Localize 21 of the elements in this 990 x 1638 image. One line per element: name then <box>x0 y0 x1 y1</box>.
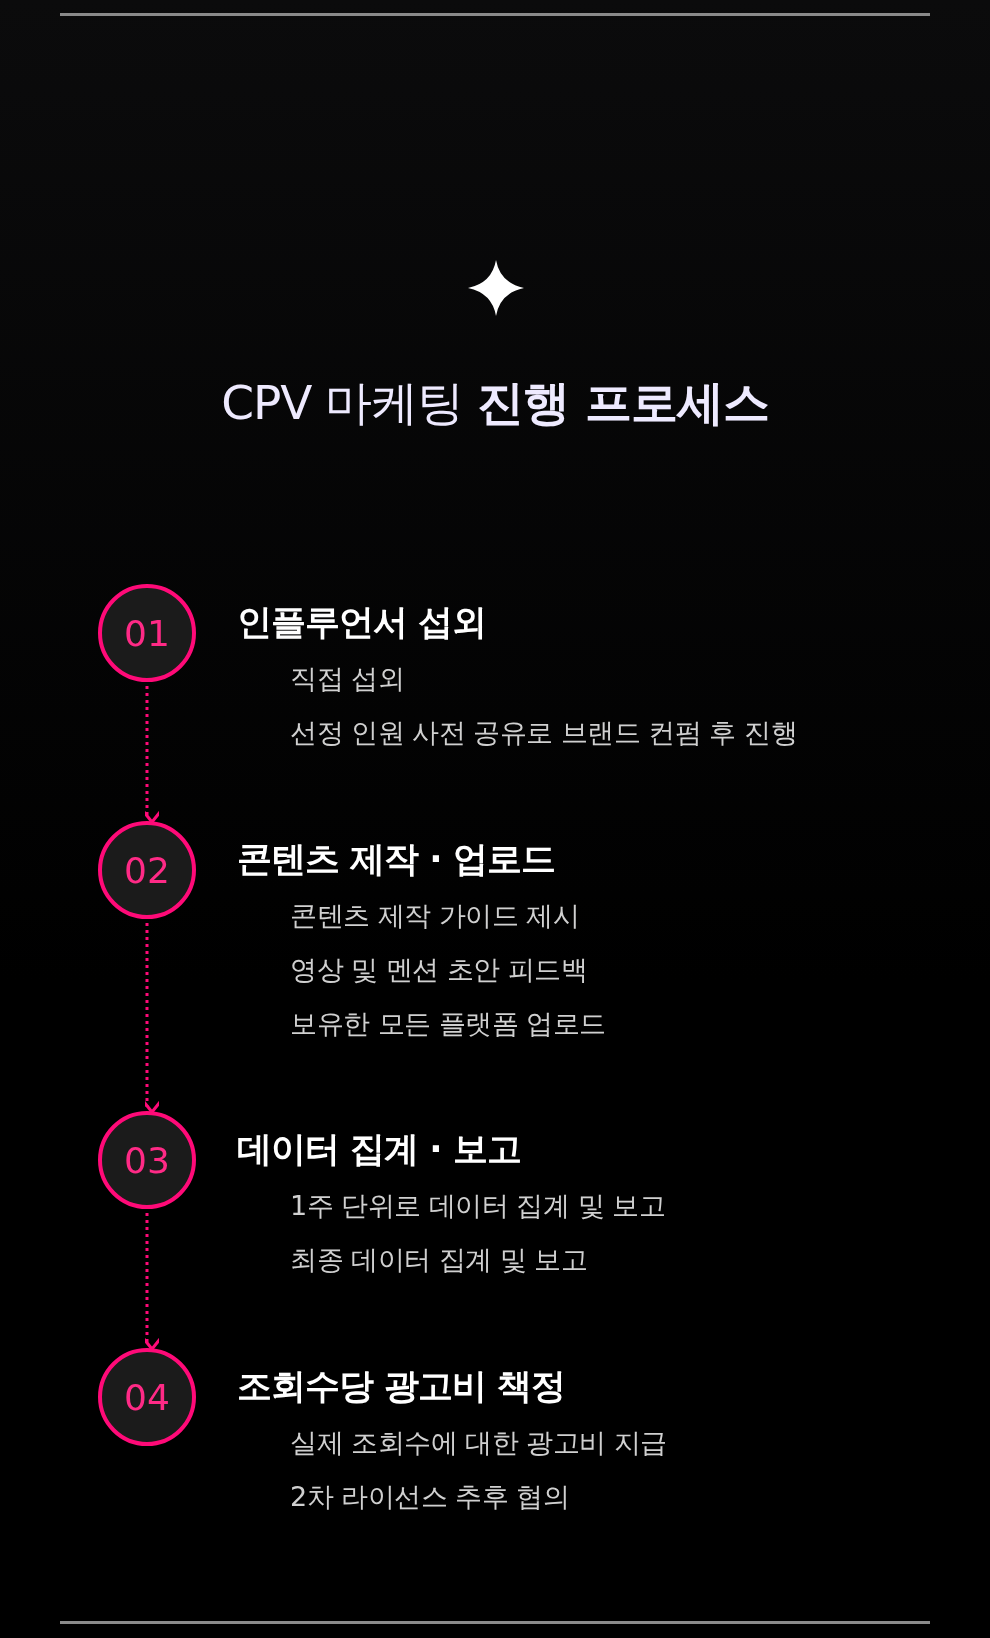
step-heading: 조회수당 광고비 책정 <box>237 1365 566 1408</box>
title: CPV 마케팅 진행 프로세스 <box>220 374 770 432</box>
step-number-circle: 03 <box>98 1111 196 1209</box>
step-heading: 콘텐츠 제작 · 업로드 <box>237 838 555 881</box>
step-number-circle: 02 <box>98 821 196 919</box>
step-heading: 데이터 집계 · 보고 <box>237 1128 521 1171</box>
step-heading: 인플루언서 섭외 <box>237 601 487 644</box>
bullet-text: 영상 및 멘션 초안 피드백 <box>290 953 588 987</box>
step-number-circle: 01 <box>98 584 196 682</box>
dotted-arrow <box>142 686 162 824</box>
bullet-text: 콘텐츠 제작 가이드 제시 <box>290 899 580 933</box>
bullet-text: 1주 단위로 데이터 집계 및 보고 <box>290 1189 666 1223</box>
bullet-text: 선정 인원 사전 공유로 브랜드 컨펌 후 진행 <box>290 716 798 750</box>
bullet-text: 2차 라이선스 추후 협의 <box>290 1480 570 1514</box>
bullet-text: 최종 데이터 집계 및 보고 <box>290 1243 588 1277</box>
dotted-arrow <box>142 1213 162 1351</box>
bullet-text: 보유한 모든 플랫폼 업로드 <box>290 1007 606 1041</box>
step-number-circle: 04 <box>98 1348 196 1446</box>
dotted-arrow <box>142 923 162 1114</box>
bullet-text: 직접 섭외 <box>290 662 405 696</box>
bullet-text: 실제 조회수에 대한 광고비 지급 <box>290 1426 667 1460</box>
